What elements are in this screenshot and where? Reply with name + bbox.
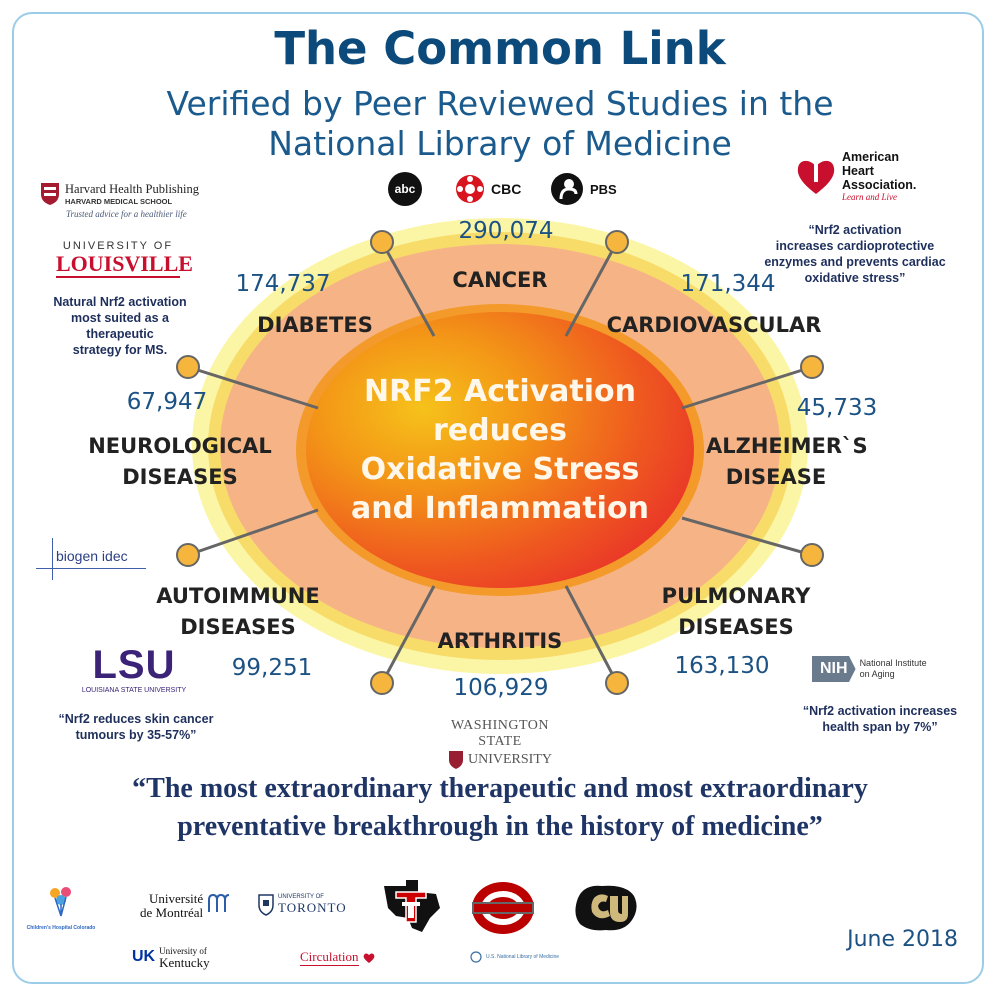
label-pulmonary: PULMONARY DISEASES: [661, 584, 811, 639]
count-autoimmune: 99,251: [231, 655, 313, 681]
main-quote: “The most extraordinary therapeutic and …: [132, 773, 868, 842]
cbc-logo: CBC: [455, 172, 521, 206]
pbs-logo: PBS: [550, 172, 617, 206]
spoke-pulmonary: [681, 516, 813, 557]
toronto-crest-icon: [258, 894, 274, 916]
cbc-gem-icon: [456, 175, 484, 203]
hhs-eagle-icon: [470, 951, 482, 963]
toronto-logo: UNIVERSITY OF TORONTO: [258, 894, 347, 916]
node-dot: [176, 355, 200, 379]
circulation-logo: Circulation: [300, 949, 375, 966]
spoke-arthritis-left: [380, 585, 436, 684]
node-dot: [370, 230, 394, 254]
label-cardiovascular: CARDIOVASCULAR: [606, 313, 822, 337]
label-autoimmune: AUTOIMMUNE DISEASES: [156, 584, 320, 639]
spoke-neurological: [187, 365, 319, 410]
node-dot: [605, 671, 629, 695]
label-neurological: NEUROLOGICAL DISEASES: [88, 434, 272, 489]
label-diabetes: DIABETES: [257, 313, 373, 337]
node-dot: [605, 230, 629, 254]
node-dot: [800, 355, 824, 379]
ohio-state-logo: [472, 882, 534, 934]
node-dot: [370, 671, 394, 695]
label-arthritis: ARTHRITIS: [437, 629, 563, 653]
montreal-arches-icon: [208, 893, 230, 912]
spoke-alzheimers: [681, 365, 813, 410]
page-title: The Common Link: [274, 22, 726, 75]
harvard-shield-icon: [41, 183, 59, 205]
spoke-cancer-left: [380, 241, 436, 337]
spoke-cancer-right: [564, 241, 619, 337]
core-ellipse: [306, 312, 694, 588]
count-neurological: 67,947: [126, 389, 208, 415]
louisville-logo: UNIVERSITY OF LOUISVILLE: [56, 240, 193, 278]
frame-border: [12, 12, 984, 984]
node-dot: [176, 543, 200, 567]
page-subtitle: Verified by Peer Reviewed Studies in the…: [166, 84, 834, 163]
louisville-quote: Natural Nrf2 activation most suited as a…: [53, 295, 187, 357]
count-diabetes: 174,737: [235, 271, 331, 297]
texas-tech-logo: [384, 880, 440, 932]
heart-icon: [363, 953, 374, 963]
nih-logo: NIH National Institute on Aging: [812, 656, 927, 682]
label-alzheimers: ALZHEIMER`S DISEASE: [706, 434, 868, 489]
colorado-buffalo-logo: [575, 885, 637, 931]
aha-quote: “Nrf2 activation increases cardioprotect…: [764, 223, 946, 285]
wsu-logo: WASHINGTON STATE UNIVERSITY: [428, 718, 572, 770]
date-label: June 2018: [847, 927, 958, 952]
wsu-shield-icon: [449, 751, 463, 769]
harvard-logo: Harvard Health Publishing HARVARD MEDICA…: [40, 182, 220, 219]
nih-quote: “Nrf2 activation increases health span b…: [802, 704, 958, 734]
balloons-icon: [50, 887, 71, 917]
count-pulmonary: 163,130: [674, 653, 770, 679]
count-cancer: 290,074: [458, 218, 554, 244]
abc-logo: abc: [388, 172, 422, 206]
aha-logo: American Heart Association. Learn and Li…: [796, 150, 916, 202]
node-dot: [800, 543, 824, 567]
spoke-arthritis-right: [564, 585, 619, 684]
label-cancer: CANCER: [452, 268, 548, 292]
center-message: NRF2 Activation reduces Oxidative Stress…: [351, 374, 649, 526]
count-cardiovascular: 171,344: [680, 271, 776, 297]
spoke-autoimmune: [187, 508, 319, 557]
biogen-logo: biogen idec: [36, 538, 152, 580]
lsu-logo: LSU LOUISIANA STATE UNIVERSITY: [81, 643, 187, 694]
montreal-logo: Université de Montréal: [140, 892, 231, 920]
pbs-heads-icon: [551, 173, 583, 205]
lsu-quote: “Nrf2 reduces skin cancer tumours by 35-…: [58, 712, 214, 742]
kentucky-logo: UK University of Kentucky: [132, 946, 210, 970]
nlm-logo: U.S. National Library of Medicine: [470, 951, 559, 963]
count-alzheimers: 45,733: [796, 395, 878, 421]
count-arthritis: 106,929: [453, 675, 549, 701]
heart-torch-icon: [797, 150, 835, 194]
childrens-hospital-logo: Children's Hospital Colorado: [26, 886, 96, 931]
